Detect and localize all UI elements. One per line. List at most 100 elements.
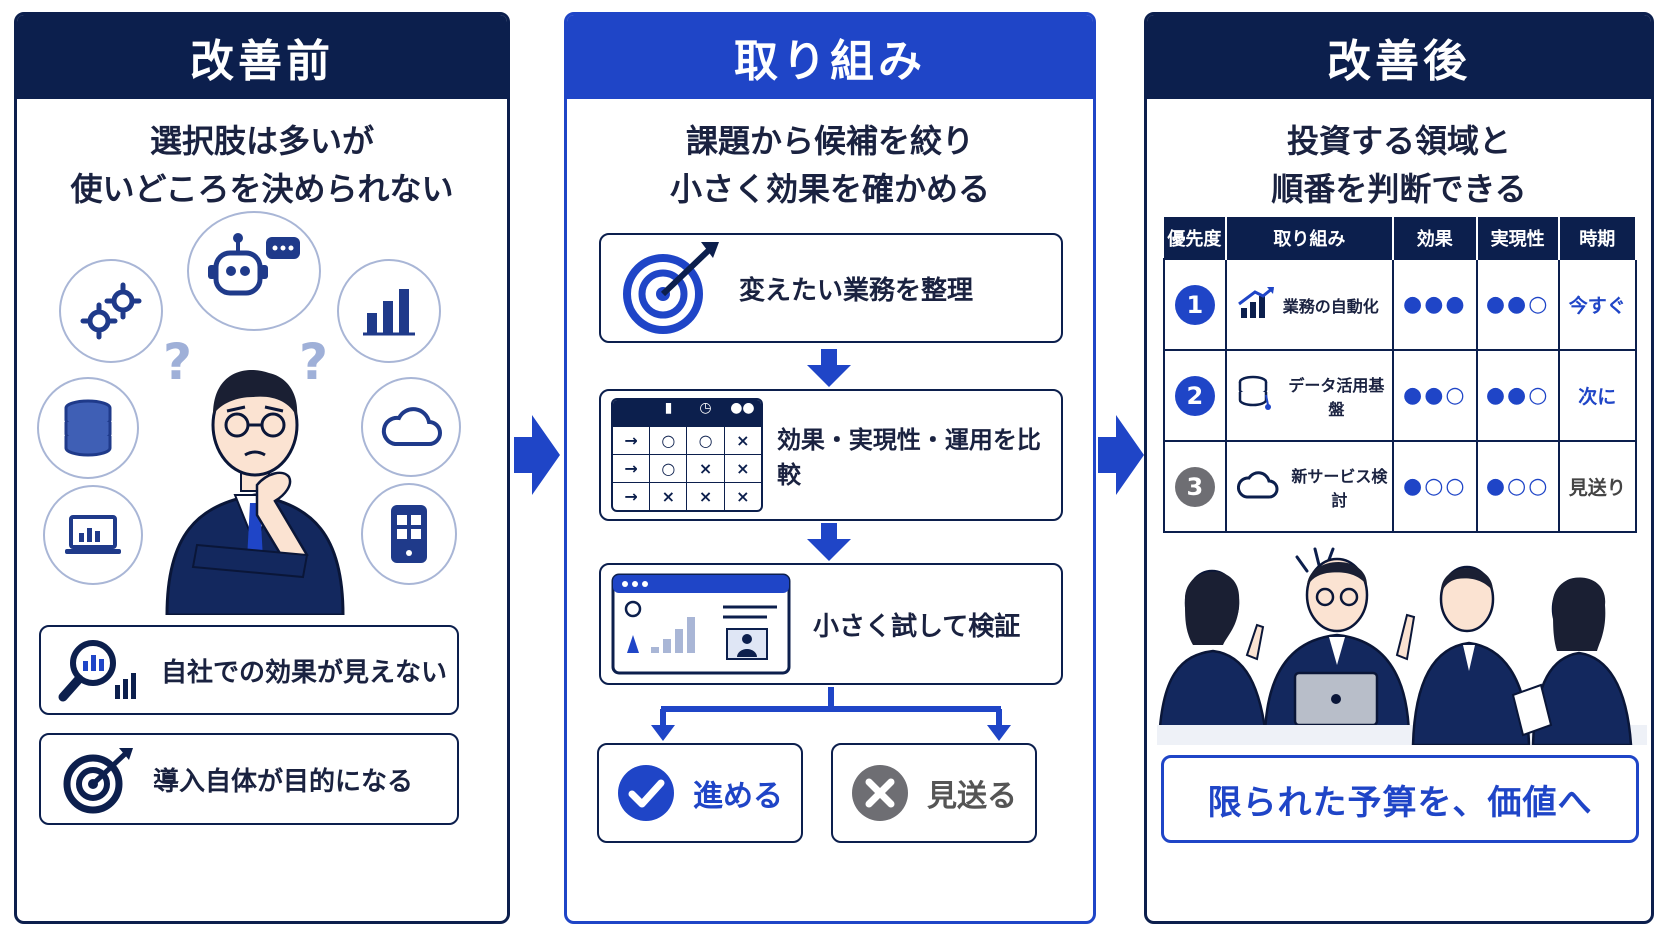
approach-subtitle: 課題から候補を絞り 小さく効果を確かめる [669,122,990,208]
chart-bubble [337,259,441,363]
timer-mini-icon: ◷ [699,400,712,416]
compare-row: →○○× [613,426,761,454]
header-effect: 効果 [1392,217,1478,259]
target-arrow-icon [623,242,719,334]
header-feasibility: 実現性 [1476,217,1560,259]
step-organize-label: 変えたい業務を整理 [739,275,974,306]
step-compare: ▮ ◷ ●● →○○×→○××→××× 効果・実現性・運用を比較 [599,389,1063,521]
issue-effect-label: 自社での効果が見えない [161,657,448,688]
down-arrow-1 [807,349,851,387]
outcome-proceed: 進める [597,743,803,843]
compare-mark: × [723,427,761,454]
phone-bubble [361,483,457,585]
laptop-icon [65,515,121,554]
question-mark-left: ? [163,333,193,391]
issue-card-purpose: 導入自体が目的になる [39,733,459,825]
compare-row-arrow: → [624,459,638,478]
header-initiative: 取り組み [1225,217,1394,259]
priority-table: 優先度 取り組み 効果 実現性 時期 1 業務の自動化 ●●● ●●○ 今すぐ 2 データ活… [1163,217,1638,533]
table-row: 1 業務の自動化 ●●● ●●○ 今すぐ [1163,258,1638,351]
table-row: 3 新サービス検討 ●○○ ●○○ 見送り [1163,440,1638,533]
target-icon [63,748,133,814]
worried-businessman-illustration [165,369,345,615]
bar-chart-icon [363,289,415,336]
compare-mark: × [686,483,723,510]
timing-label: 次に [1578,386,1617,408]
dashboard-icon [611,573,791,675]
question-mark-right: ? [299,333,329,391]
magnifier-chart-icon [58,640,136,702]
branch-connector [651,687,1011,741]
step-compare-label: 効果・実現性・運用を比較 [776,426,1041,489]
feasibility-rating: ●●○ [1485,383,1550,408]
flow-arrow-1 [514,415,560,495]
after-title: 改善後 [1147,15,1651,99]
issue-purpose-label: 導入自体が目的になる [153,766,414,797]
timing-label: 今すぐ [1568,295,1626,317]
people-mini-icon: ●● [730,400,755,416]
effect-rating: ●○○ [1403,474,1467,499]
table-row: 2 データ活用基盤 ●●○ ●●○ 次に [1163,349,1638,442]
robot-chat-icon [208,233,300,296]
before-panel: 改善前 選択肢は多いが 使いどころを決められない [14,12,510,924]
tagline-box: 限られた予算を、価値へ [1161,755,1639,843]
robot-bubble [187,211,321,331]
priority-table-header: 優先度 取り組み 効果 実現性 時期 [1164,217,1638,259]
compare-mark: ○ [649,455,686,482]
effect-rating: ●●● [1403,292,1467,317]
comparison-table-icon: ▮ ◷ ●● →○○×→○××→××× [611,398,763,512]
growth-chart-icon [1237,286,1275,324]
header-timing: 時期 [1558,217,1638,259]
compare-row-arrow: → [624,431,638,450]
gears-bubble [59,259,163,363]
x-circle-icon [852,765,908,821]
compare-mark: ○ [649,427,686,454]
after-subtitle: 投資する領域と 順番を判断できる [1271,122,1527,208]
compare-row: →○×× [613,454,761,482]
priority-rank-badge: 2 [1174,375,1215,416]
compare-mark: × [723,483,761,510]
approach-title: 取り組み [567,15,1093,99]
cloud-icon [381,407,442,446]
step-organize: 変えたい業務を整理 [599,233,1063,343]
tagline: 限られた予算を、価値へ [1207,782,1593,823]
check-circle-icon [618,765,674,821]
approach-panel: 取り組み 課題から候補を絞り 小さく効果を確かめる 変えたい業務を整理 ▮ ◷ … [564,12,1096,924]
chart-mini-icon: ▮ [664,400,673,416]
down-arrow-2 [807,523,851,561]
initiative-label: データ活用基盤 [1288,375,1385,419]
compare-row-arrow: → [624,487,638,506]
compare-mark: × [686,455,723,482]
issue-card-effect: 自社での効果が見えない [39,625,459,715]
timing-label: 見送り [1568,477,1626,499]
cloud-bubble [361,377,461,477]
outcome-skip: 見送る [831,743,1037,843]
priority-rank-badge: 1 [1174,284,1215,325]
compare-mark: × [723,455,761,482]
compare-mark: ○ [686,427,723,454]
before-title: 改善前 [17,15,507,99]
database-icon [64,399,112,457]
smartphone-icon [391,505,427,563]
initiative-label: 業務の自動化 [1282,296,1379,316]
cloud-icon [1236,470,1279,504]
outcome-skip-label: 見送る [927,779,1017,814]
step-verify: 小さく試して検証 [599,563,1063,685]
header-priority: 優先度 [1164,217,1227,259]
feasibility-rating: ●○○ [1485,474,1550,499]
step-verify-label: 小さく試して検証 [813,611,1021,642]
outcome-proceed-label: 進める [693,779,783,814]
compare-mark: × [649,483,686,510]
laptop-bubble [43,485,143,585]
feasibility-rating: ●●○ [1485,292,1550,317]
database-bubble [37,377,139,479]
database-icon [1237,375,1273,417]
flow-arrow-2 [1098,415,1144,495]
initiative-label: 新サービス検討 [1291,466,1388,510]
compare-row: →××× [613,482,761,510]
before-subtitle: 選択肢は多いが 使いどころを決められない [70,122,454,208]
priority-rank-badge: 3 [1174,466,1215,507]
effect-rating: ●●○ [1403,383,1467,408]
team-meeting-illustration [1157,547,1647,745]
after-panel: 改善後 投資する領域と 順番を判断できる 優先度 取り組み 効果 実現性 時期 … [1144,12,1654,924]
